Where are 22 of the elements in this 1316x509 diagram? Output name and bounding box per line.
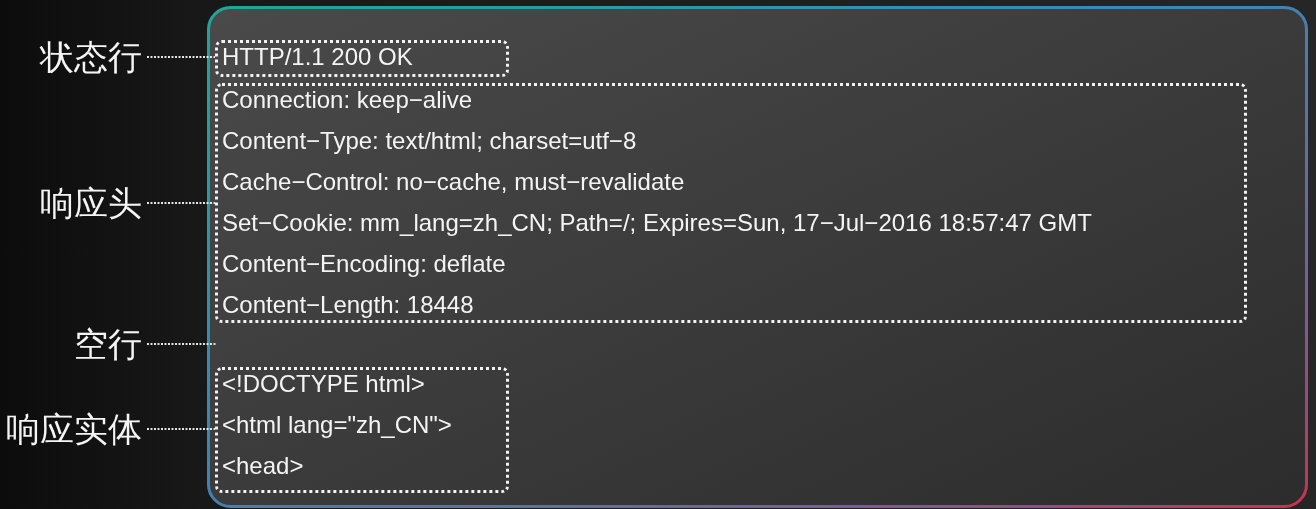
- text-line: <!DOCTYPE html>: [222, 371, 425, 397]
- section-label: 响应头: [40, 183, 142, 223]
- text-line: Set−Cookie: mm_lang=zh_CN; Path=/; Expires=Sun, 17−Jul−2016 18:57:47 GMT: [222, 210, 1092, 236]
- section-label: 空行: [74, 324, 142, 364]
- section-label: 状态行: [40, 37, 142, 77]
- leader-line: [146, 428, 216, 430]
- rounded-panel: [207, 6, 1308, 508]
- dotted-box: [215, 367, 509, 493]
- dotted-box: [215, 40, 509, 77]
- text-line: Content−Type: text/html; charset=utf−8: [222, 128, 637, 154]
- leader-line: [146, 343, 218, 345]
- section-label: 响应实体: [6, 409, 142, 449]
- text-line: Connection: keep−alive: [222, 87, 473, 113]
- text-line: Content−Length: 18448: [222, 292, 474, 318]
- leader-line: [146, 202, 216, 204]
- leader-line: [146, 56, 216, 58]
- text-line: Content−Encoding: deflate: [222, 251, 506, 277]
- text-line: <head>: [222, 453, 304, 479]
- text-line: HTTP/1.1 200 OK: [222, 44, 413, 70]
- dotted-box: [215, 83, 1247, 323]
- text-line: <html lang="zh_CN">: [222, 412, 452, 438]
- text-line: Cache−Control: no−cache, must−revalidate: [222, 169, 685, 195]
